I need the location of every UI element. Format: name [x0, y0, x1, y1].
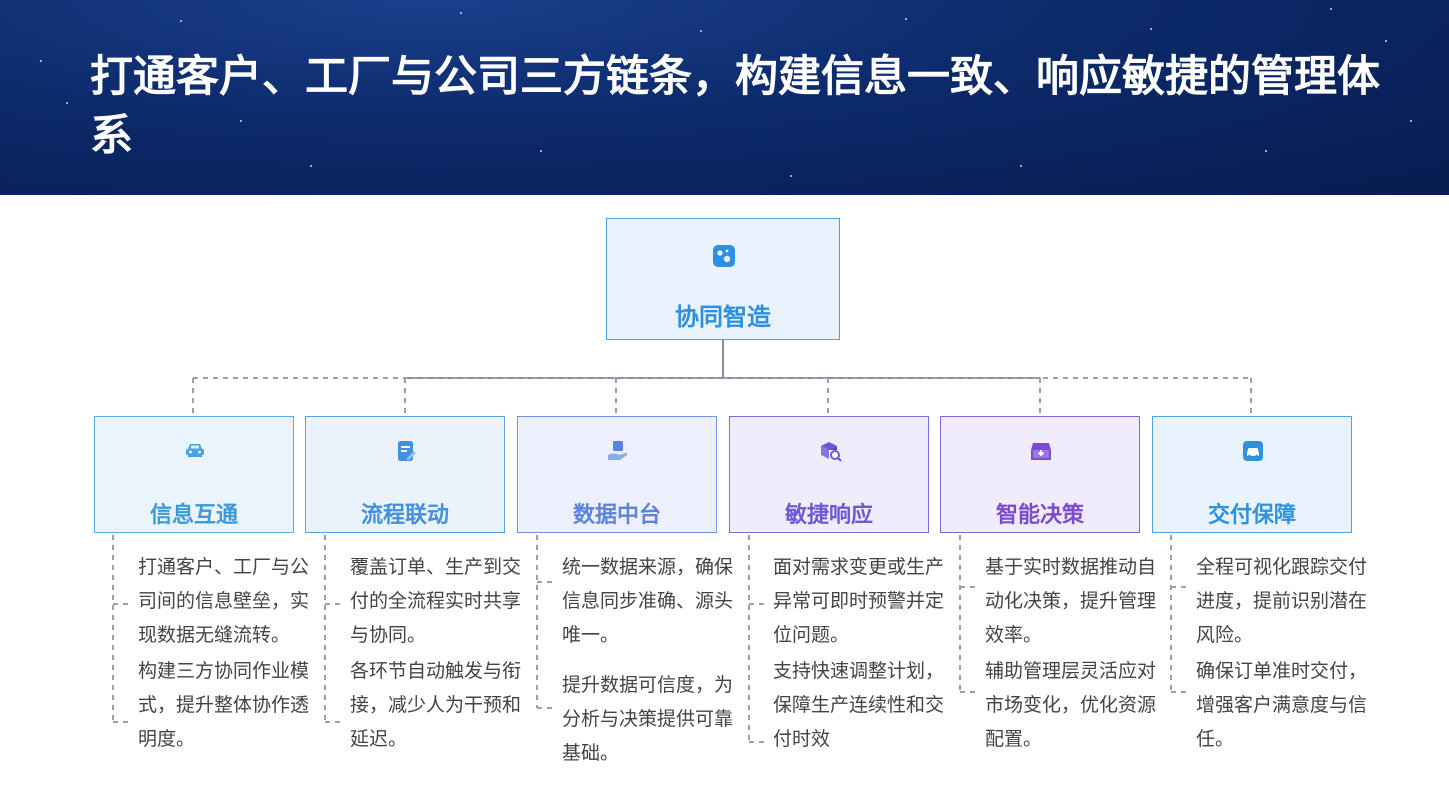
dots-cluster-icon	[712, 244, 736, 268]
desc-paragraph: 支持快速调整计划，保障生产连续性和交付时效	[773, 660, 945, 750]
node-label: 智能决策	[995, 503, 1084, 528]
node-description: 统一数据来源，确保信息同步准确、源头唯一。 提升数据可信度，为分析与决策提供可靠…	[562, 550, 737, 770]
desc-paragraph: 面对需求变更或生产异常可即时预警并定位问题。	[773, 556, 945, 646]
desc-paragraph: 统一数据来源，确保信息同步准确、源头唯一。	[562, 556, 734, 646]
node-description: 全程可视化跟踪交付进度，提前识别潜在风险。 确保订单准时交付，增强客户满意度与信…	[1196, 550, 1371, 756]
node-label: 流程联动	[360, 503, 449, 528]
node-description: 面对需求变更或生产异常可即时预警并定位问题。 支持快速调整计划，保障生产连续性和…	[773, 550, 948, 756]
page-title: 打通客户、工厂与公司三方链条，构建信息一致、响应敏捷的管理体系	[90, 52, 1380, 161]
inbox-download-icon	[1029, 439, 1053, 463]
document-edit-icon	[394, 439, 418, 463]
node-label: 信息互通	[149, 503, 238, 528]
root-node: 协同智造	[606, 218, 840, 340]
root-label: 协同智造	[675, 303, 771, 331]
desc-paragraph: 基于实时数据推动自动化决策，提升管理效率。	[985, 556, 1157, 646]
desc-paragraph: 确保订单准时交付，增强客户满意度与信任。	[1196, 660, 1368, 750]
hand-box-icon	[606, 439, 630, 463]
desc-paragraph: 辅助管理层灵活应对市场变化，优化资源配置。	[985, 660, 1157, 750]
desc-paragraph: 提升数据可信度，为分析与决策提供可靠基础。	[562, 674, 734, 764]
header-banner: 打通客户、工厂与公司三方链条，构建信息一致、响应敏捷的管理体系	[0, 0, 1449, 195]
desc-paragraph: 全程可视化跟踪交付进度，提前识别潜在风险。	[1196, 556, 1368, 646]
node-delivery: 交付保障	[1152, 416, 1352, 533]
node-description: 覆盖订单、生产到交付的全流程实时共享与协同。 各环节自动触发与衔接，减少人为干预…	[350, 550, 525, 756]
node-info: 信息互通	[94, 416, 294, 533]
node-description: 打通客户、工厂与公司间的信息壁垒，实现数据无缝流转。 构建三方协同作业模式，提升…	[138, 550, 313, 756]
node-flow: 流程联动	[305, 416, 505, 533]
node-data: 数据中台	[517, 416, 717, 533]
node-label: 数据中台	[572, 503, 661, 528]
delivery-truck-icon	[1241, 439, 1265, 463]
node-decision: 智能决策	[940, 416, 1140, 533]
desc-paragraph: 打通客户、工厂与公司间的信息壁垒，实现数据无缝流转。	[138, 556, 310, 646]
desc-paragraph: 各环节自动触发与衔接，减少人为干预和延迟。	[350, 660, 522, 750]
box-search-icon	[818, 439, 842, 463]
node-agile: 敏捷响应	[729, 416, 929, 533]
car-icon	[183, 439, 207, 463]
node-description: 基于实时数据推动自动化决策，提升管理效率。 辅助管理层灵活应对市场变化，优化资源…	[985, 550, 1160, 756]
node-label: 敏捷响应	[784, 503, 873, 528]
desc-paragraph: 覆盖订单、生产到交付的全流程实时共享与协同。	[350, 556, 522, 646]
desc-paragraph: 构建三方协同作业模式，提升整体协作透明度。	[138, 660, 310, 750]
node-label: 交付保障	[1207, 503, 1296, 528]
